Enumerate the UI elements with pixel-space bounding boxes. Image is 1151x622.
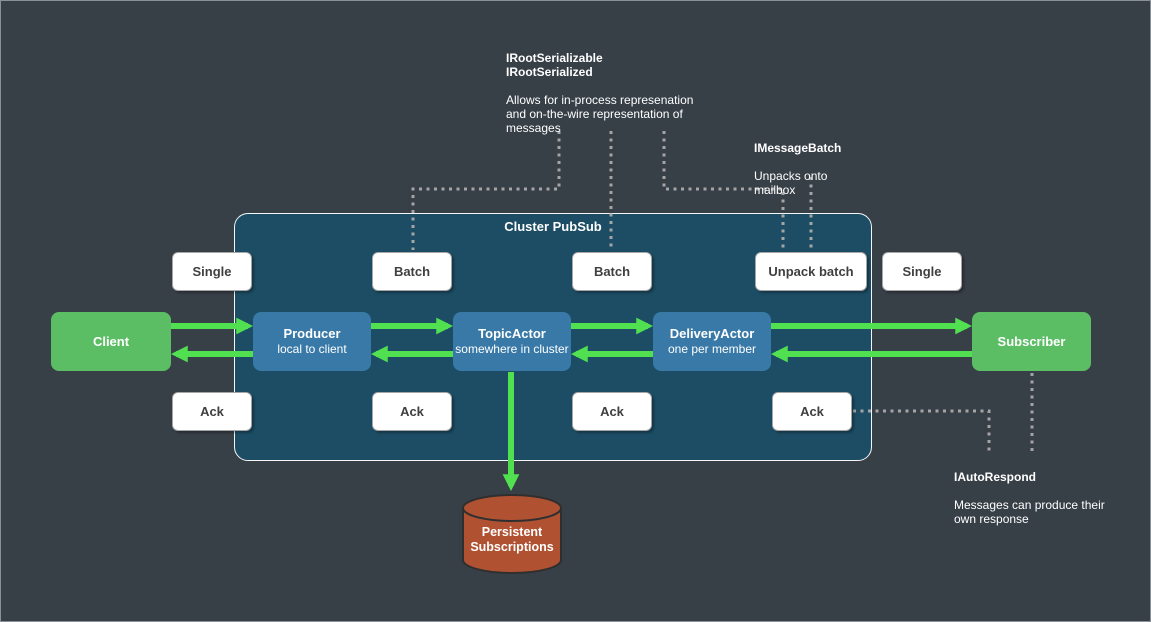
annotation-auto-respond: IAutoRespond Messages can produce their … [954,456,1124,540]
node-delivery-actor-title: DeliveryActor [669,326,755,341]
label-ack-delivery: Ack [772,392,852,431]
persistent-subscriptions-cylinder-icon [462,494,562,574]
annotation-message-batch-body: Unpacks onto mailbox [754,169,828,197]
label-batch-topic: Batch [572,252,652,291]
annotation-message-batch: IMessageBatch Unpacks onto mailbox [754,127,874,211]
node-subscriber-title: Subscriber [997,333,1066,349]
annotation-root-serializable-title: IRootSerializable IRootSerialized [506,51,603,79]
label-unpack-batch: Unpack batch [755,252,867,291]
label-batch-producer: Batch [372,252,452,291]
cluster-title: Cluster PubSub [504,219,602,234]
connector-ack-to-autorespond [853,409,991,451]
node-producer-title: Producer [283,326,341,341]
node-delivery-actor: DeliveryActor one per member [653,312,771,371]
node-producer-subtitle: local to client [277,342,347,356]
annotation-auto-respond-title: IAutoRespond [954,470,1036,484]
annotation-root-serializable-body: Allows for in-process represenation and … [506,93,694,135]
node-topic-actor-title: TopicActor [478,326,546,341]
label-single-right: Single [882,252,962,291]
label-single-left: Single [172,252,252,291]
annotation-root-serializable: IRootSerializable IRootSerialized Allows… [506,37,711,149]
label-ack-topic: Ack [572,392,652,431]
label-ack-producer: Ack [372,392,452,431]
node-subscriber: Subscriber [972,312,1091,371]
node-topic-actor-subtitle: somewhere in cluster [455,342,569,356]
persistent-subscriptions-label: Persistent Subscriptions [470,525,554,554]
label-ack-client: Ack [172,392,252,431]
node-topic-actor: TopicActor somewhere in cluster [453,312,571,371]
annotation-auto-respond-body: Messages can produce their own response [954,498,1105,526]
node-client-title: Client [92,333,130,349]
node-delivery-actor-subtitle: one per member [667,342,757,356]
node-producer: Producer local to client [253,312,371,371]
node-client: Client [51,312,171,371]
annotation-message-batch-title: IMessageBatch [754,141,842,155]
